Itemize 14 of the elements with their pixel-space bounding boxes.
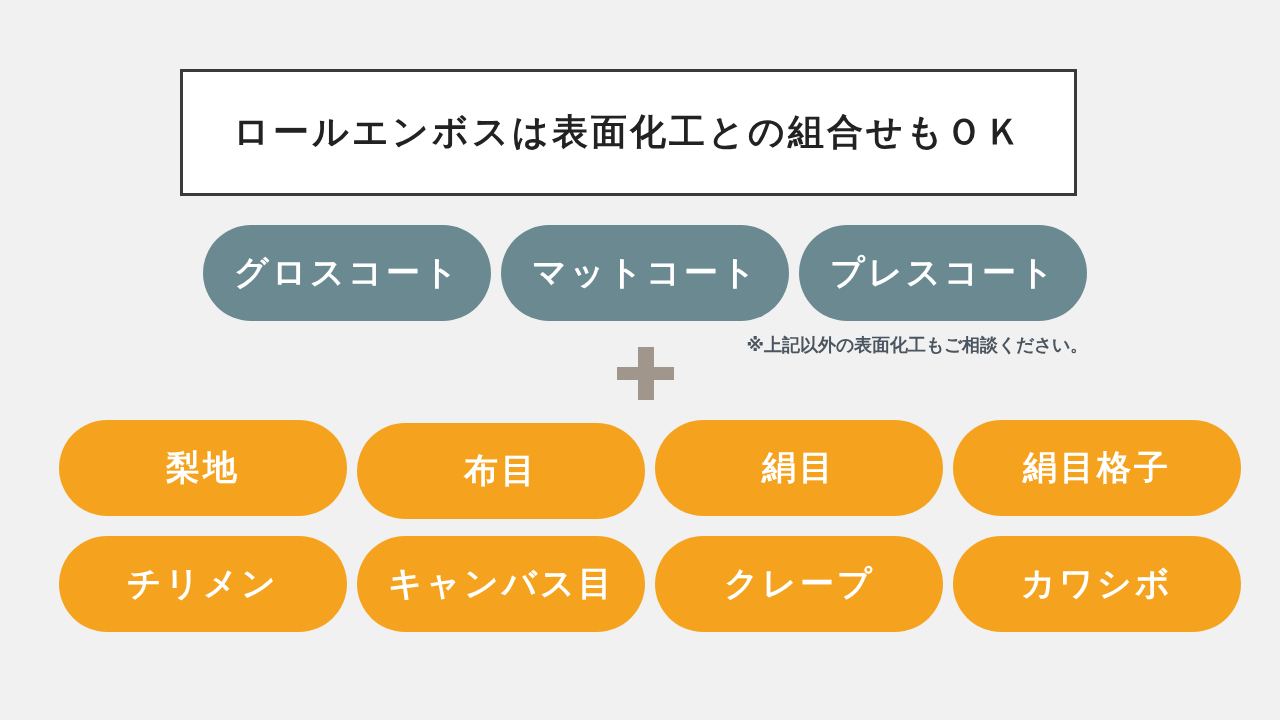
node-label: ロールエンボスは表面化工との組合せもＯＫ <box>233 110 1024 154</box>
node-label: チリメン <box>127 562 279 605</box>
heading-box <box>180 69 1077 196</box>
node-label: グロスコート <box>233 251 461 294</box>
node-label: 梨地 <box>166 446 240 489</box>
node-label: プレスコート <box>829 251 1057 294</box>
node-label: カワシボ <box>1021 562 1173 605</box>
node-label: 絹目 <box>762 446 836 489</box>
node-label: キャンバス目 <box>387 562 615 605</box>
node-label: 布目 <box>464 449 538 492</box>
node-label: マットコート <box>531 251 759 294</box>
node-label: 絹目格子 <box>1023 446 1171 489</box>
note-text: ※上記以外の表面化工もご相談ください。 <box>746 333 1088 357</box>
node-label: クレープ <box>723 562 875 605</box>
